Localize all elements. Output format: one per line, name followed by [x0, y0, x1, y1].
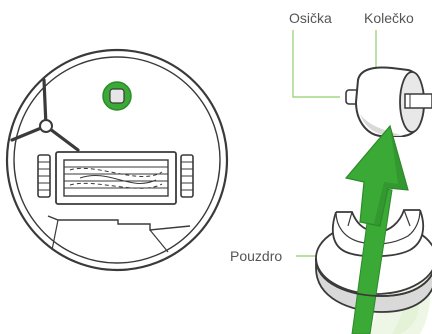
right-wheel-slot: [180, 154, 194, 198]
left-wheel-slot: [37, 154, 51, 198]
wheel-label: Kolečko: [364, 10, 414, 26]
housing-label: Pouzdro: [230, 248, 283, 264]
robot-body-inner-rim: [13, 56, 221, 264]
main-brush-cage: [55, 151, 177, 205]
robot-underside: [5, 48, 229, 272]
axle-label: Osička: [289, 10, 332, 26]
side-brush: [10, 78, 80, 152]
housing-front-rim: [315, 257, 432, 297]
replacement-wheel: [345, 66, 432, 137]
insert-direction-arrow: [344, 124, 409, 334]
axle-leader-line: [292, 30, 340, 98]
front-caster-wheel: [102, 81, 132, 111]
